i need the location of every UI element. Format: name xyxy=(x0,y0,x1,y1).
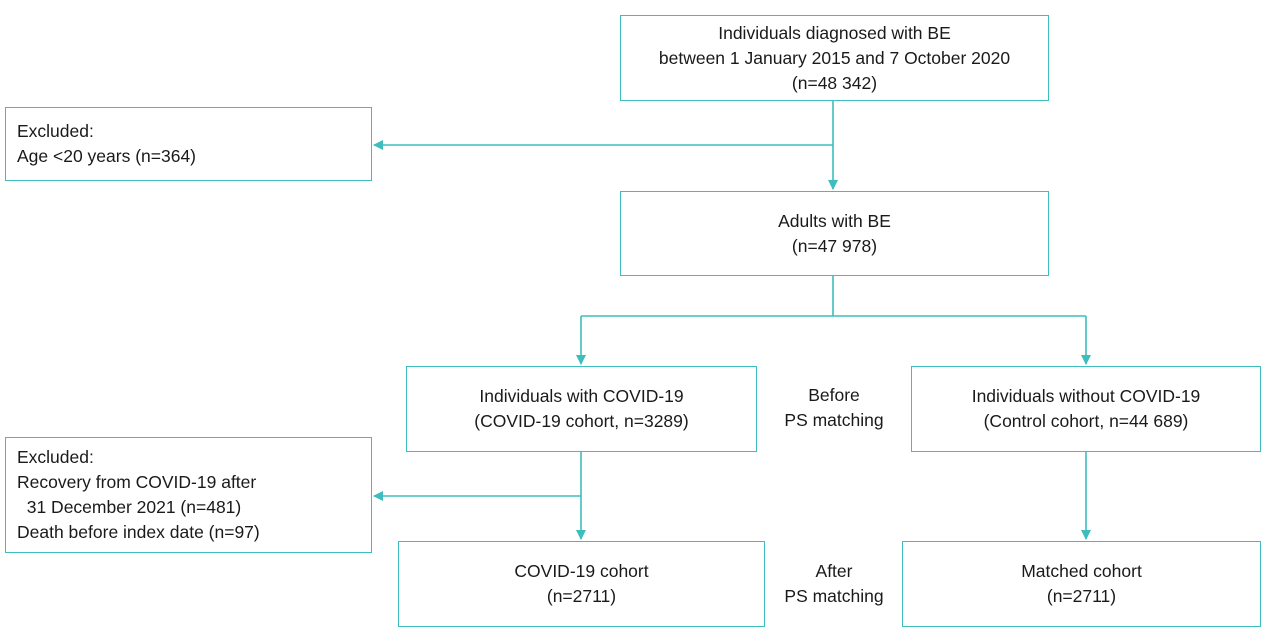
matched-after-line-2: (n=2711) xyxy=(1046,586,1117,606)
control-before-line-1: Individuals without COVID-19 xyxy=(971,386,1201,406)
excluded-age-box: Excluded: Age <20 years (n=364) xyxy=(5,107,372,181)
excluded-covid-line-1: Excluded: xyxy=(17,447,94,467)
control-before-line-2: (Control cohort, n=44 689) xyxy=(983,411,1189,431)
initial-line-3: (n=48 342) xyxy=(791,72,878,93)
covid-before-line-1: Individuals with COVID-19 xyxy=(479,386,684,406)
excluded-covid-box: Excluded: Recovery from COVID-19 after 3… xyxy=(5,437,372,553)
before-ps-matching-label: Before PS matching xyxy=(770,383,898,433)
initial-line-2: between 1 January 2015 and 7 October 202… xyxy=(658,47,1011,68)
matched-after-box: Matched cohort (n=2711) xyxy=(902,541,1261,627)
before-label-line-2: PS matching xyxy=(784,410,884,430)
control-before-box: Individuals without COVID-19 (Control co… xyxy=(911,366,1261,452)
initial-line-1: Individuals diagnosed with BE xyxy=(718,22,951,43)
adults-box: Adults with BE (n=47 978) xyxy=(620,191,1049,276)
after-ps-matching-label: After PS matching xyxy=(770,559,898,609)
after-label-line-2: PS matching xyxy=(784,586,884,606)
excluded-covid-line-3: 31 December 2021 (n=481) xyxy=(17,497,242,517)
adults-line-2: (n=47 978) xyxy=(791,235,878,256)
initial-population-box: Individuals diagnosed with BE between 1 … xyxy=(620,15,1049,101)
before-label-line-1: Before xyxy=(808,385,860,405)
matched-after-line-1: Matched cohort xyxy=(1021,561,1142,581)
covid-after-line-1: COVID-19 cohort xyxy=(514,561,649,581)
excluded-age-line-1: Excluded: xyxy=(17,121,94,141)
excluded-covid-line-4: Death before index date (n=97) xyxy=(17,522,260,542)
adults-line-1: Adults with BE xyxy=(778,210,891,231)
excluded-covid-line-2: Recovery from COVID-19 after xyxy=(17,472,257,492)
covid-before-line-2: (COVID-19 cohort, n=3289) xyxy=(474,411,689,431)
covid-before-box: Individuals with COVID-19 (COVID-19 coho… xyxy=(406,366,757,452)
covid-after-line-2: (n=2711) xyxy=(546,586,617,606)
excluded-age-line-2: Age <20 years (n=364) xyxy=(17,146,197,166)
after-label-line-1: After xyxy=(815,561,853,581)
covid-after-box: COVID-19 cohort (n=2711) xyxy=(398,541,765,627)
